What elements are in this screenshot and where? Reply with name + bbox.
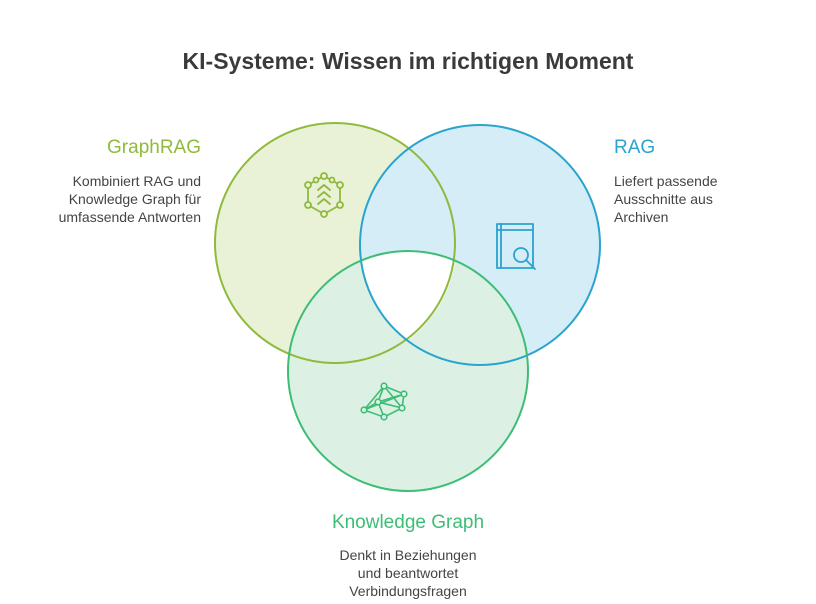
knowledge-graph-description: Denkt in Beziehungen und beantwortet Ver… xyxy=(258,546,558,600)
graphrag-description-line: Kombiniert RAG und xyxy=(72,173,201,189)
graphrag-label: GraphRAG xyxy=(107,137,201,158)
layers-network-icon xyxy=(304,172,344,218)
knowledge-graph-description-line: und beantwortet xyxy=(357,565,459,581)
knowledge-graph-description-line: Verbindungsfragen xyxy=(349,583,467,599)
graphrag-description: Kombiniert RAG und Knowledge Graph für u… xyxy=(1,172,201,226)
rag-circle-outline xyxy=(359,124,601,366)
knowledge-graph-label: Knowledge Graph xyxy=(331,512,485,533)
book-search-icon xyxy=(496,223,536,270)
rag-description-line: Archiven xyxy=(614,209,669,225)
graphrag-description-line: umfassende Antworten xyxy=(58,209,201,225)
rag-description-line: Ausschnitte aus xyxy=(614,191,713,207)
rag-description: Liefert passende Ausschnitte aus Archive… xyxy=(614,172,794,226)
graphrag-circle-outline xyxy=(214,122,456,364)
knowledge-graph-description-line: Denkt in Beziehungen xyxy=(339,547,477,563)
graph-network-icon xyxy=(360,382,408,421)
page-title: KI-Systeme: Wissen im richtigen Moment xyxy=(182,48,634,74)
center-overlap xyxy=(361,251,455,340)
knowledge-graph-circle xyxy=(288,251,528,491)
knowledge-graph-circle-outline xyxy=(287,250,529,492)
graphrag-description-line: Knowledge Graph für xyxy=(68,191,201,207)
rag-description-line: Liefert passende xyxy=(614,173,718,189)
rag-label: RAG xyxy=(614,137,656,158)
